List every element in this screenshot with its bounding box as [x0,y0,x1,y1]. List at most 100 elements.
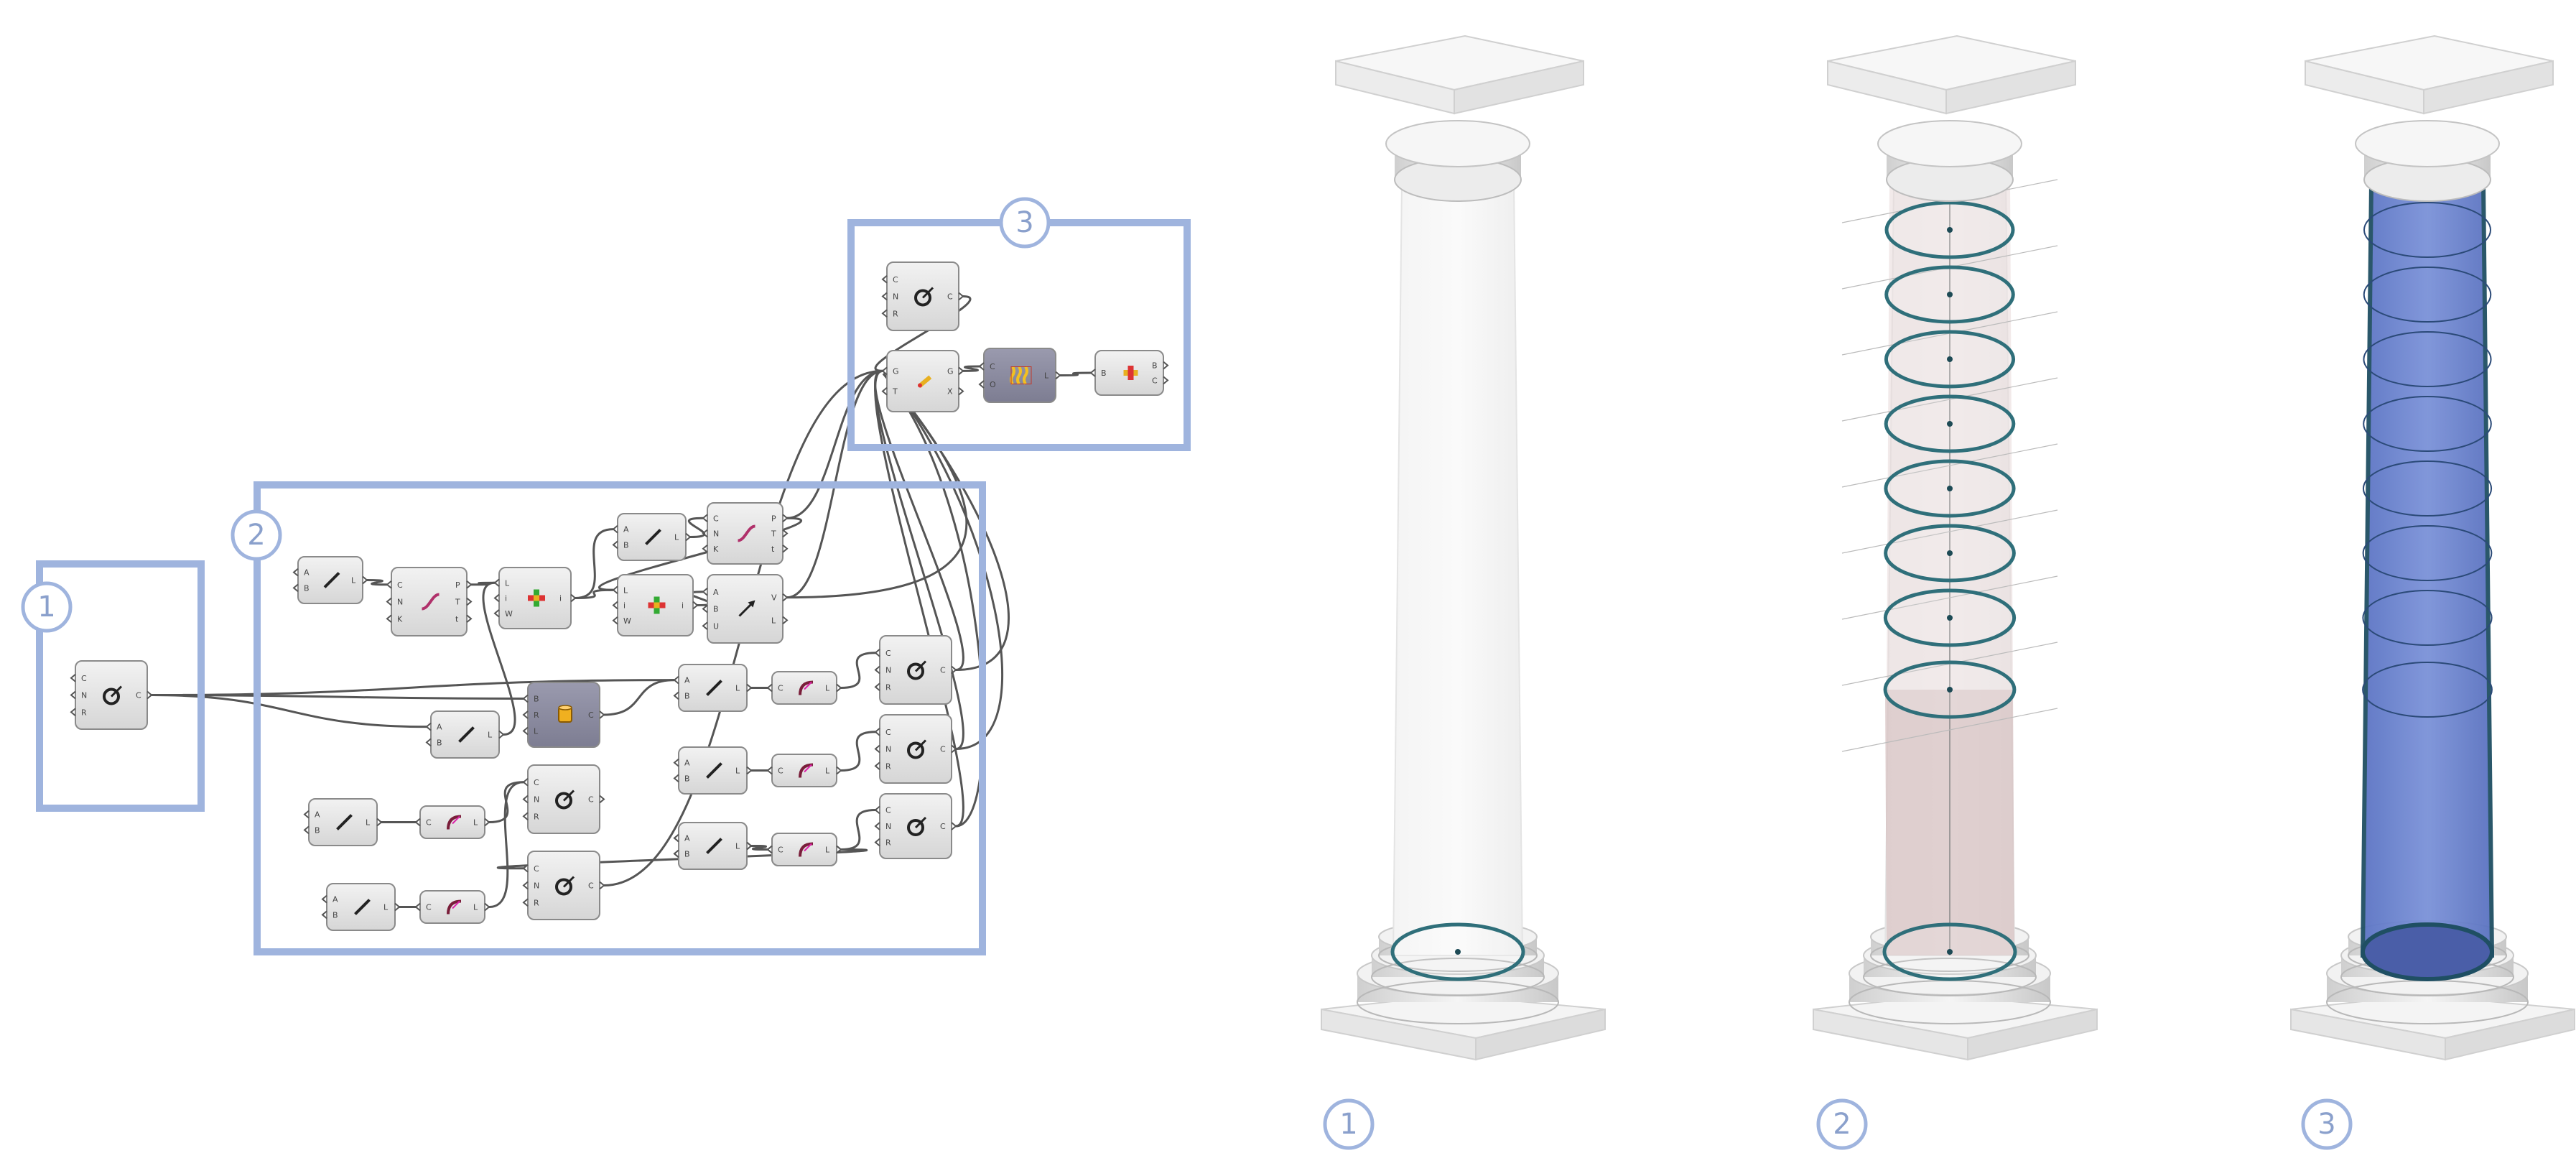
wire[interactable] [882,373,1003,750]
section-curve[interactable] [2362,662,2493,718]
input-grip[interactable] [522,864,529,873]
input-grip[interactable] [881,386,888,396]
output-grip[interactable] [1163,361,1169,370]
wire[interactable] [1059,371,1092,376]
input-grip[interactable] [874,838,880,847]
input-grip[interactable] [702,621,708,631]
group-frame-3[interactable] [847,219,1191,451]
group-frame-1[interactable] [36,560,205,812]
wire[interactable] [962,365,980,372]
input-grip[interactable] [874,682,880,692]
wire[interactable] [786,369,883,519]
input-grip[interactable] [874,665,880,675]
column-1[interactable] [1321,34,1606,1061]
output-grip[interactable] [746,683,753,693]
node-line-g[interactable]: ABL [303,798,383,846]
input-grip[interactable] [303,810,310,819]
wire[interactable] [151,694,427,728]
wire[interactable] [874,369,964,828]
output-grip[interactable] [951,665,957,675]
output-grip[interactable] [958,366,964,376]
input-grip[interactable] [386,580,392,589]
input-grip[interactable] [881,366,888,376]
wire[interactable] [786,373,968,599]
input-grip[interactable] [881,274,888,284]
wire[interactable] [470,581,496,586]
input-grip[interactable] [702,604,708,614]
wire[interactable] [488,781,524,908]
output-grip[interactable] [498,730,505,739]
input-grip[interactable] [386,597,392,606]
node-line-i[interactable]: ABL [673,822,753,870]
input-grip[interactable] [673,774,679,783]
input-grip[interactable] [612,616,618,625]
input-grip[interactable] [522,881,529,890]
input-grip[interactable] [978,380,985,389]
input-grip[interactable] [673,758,679,767]
output-grip[interactable] [362,575,368,585]
output-grip[interactable] [376,818,383,827]
input-grip[interactable] [493,578,500,588]
output-grip[interactable] [147,690,153,700]
output-grip[interactable] [484,818,490,827]
wire[interactable] [151,679,675,696]
input-grip[interactable] [702,529,708,538]
wire[interactable] [597,517,803,591]
node-line-e[interactable]: ABL [673,746,753,795]
wire[interactable] [750,845,768,851]
node-body[interactable] [771,833,837,866]
input-grip[interactable] [766,845,773,854]
input-grip[interactable] [673,833,679,843]
output-grip[interactable] [599,710,605,719]
input-grip[interactable] [881,309,888,318]
input-grip[interactable] [874,761,880,771]
input-grip[interactable] [425,722,432,731]
input-grip[interactable] [70,673,76,682]
wire[interactable] [874,369,964,671]
node-line-b[interactable]: ABL [612,513,692,561]
wire[interactable] [482,581,516,736]
input-grip[interactable] [874,822,880,830]
input-grip[interactable] [612,524,618,534]
input-grip[interactable] [612,585,618,595]
input-grip[interactable] [874,805,880,815]
output-grip[interactable] [685,532,692,542]
output-grip[interactable] [692,601,699,610]
section-curve[interactable] [2363,331,2492,387]
input-grip[interactable] [522,777,529,787]
input-grip[interactable] [386,614,392,624]
output-grip[interactable] [466,614,473,624]
input-grip[interactable] [874,744,880,754]
wire[interactable] [882,373,1010,671]
section-curve[interactable] [2362,590,2493,646]
wire[interactable] [366,579,388,586]
output-grip[interactable] [782,529,789,538]
input-grip[interactable] [522,710,529,719]
wire[interactable] [603,679,675,716]
input-grip[interactable] [766,683,773,693]
node-line-h[interactable]: ABL [321,883,401,931]
input-grip[interactable] [522,726,529,736]
input-grip[interactable] [702,544,708,553]
input-grip[interactable] [522,812,529,821]
input-grip[interactable] [522,795,529,804]
input-grip[interactable] [292,583,299,593]
wire[interactable] [840,652,876,689]
input-grip[interactable] [493,593,500,603]
column-2[interactable] [1813,34,2098,1061]
column-3[interactable] [2290,34,2575,1061]
output-grip[interactable] [394,902,401,912]
input-grip[interactable] [881,292,888,301]
